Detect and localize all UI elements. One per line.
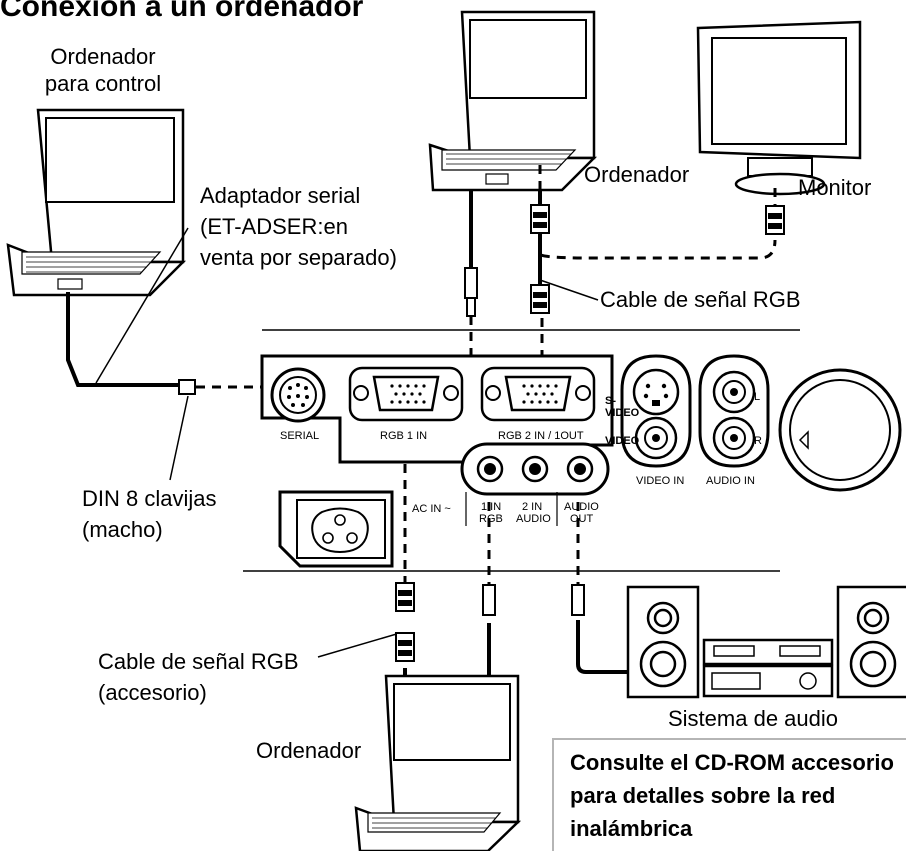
top-computer-label: Ordenador [584,162,690,187]
audio-in-label: AUDIO IN [706,475,755,487]
svg-text:OUT: OUT [570,513,594,525]
svg-text:2 IN: 2 IN [522,501,542,513]
rgb2-port-label: RGB 2 IN / 1OUT [498,430,584,442]
svg-text:AUDIO: AUDIO [564,501,599,513]
video-in-label: VIDEO IN [636,475,684,487]
rgb-cable-bottom-label: Cable de señal RGB (accesorio) [98,649,299,705]
rgb-cable-top-label: Cable de señal RGB [600,287,801,312]
l-label: L [754,391,760,403]
control-pc-cable [66,292,182,387]
audio-system-label: Sistema de audio [668,706,838,731]
control-pc-label: Ordenador para control [44,44,162,96]
serial-adapter-label: Adaptador serial (ET-ADSER:en venta por … [200,183,397,270]
svg-text:AUDIO: AUDIO [516,513,551,525]
bottom-computer-label: Ordenador [256,738,362,763]
monitor-label: Monitor [798,175,872,200]
bottom-laptop-icon [354,674,522,851]
projector-back-panel [260,354,902,568]
wireless-note-text: Consulte el CD-ROM accesorio para detall… [570,750,894,841]
monitor-dash [540,239,777,260]
s-video-label: S- [605,395,616,407]
serial-adapter-plug [178,379,196,395]
svg-text:1 IN: 1 IN [481,501,501,513]
r-label: R [754,435,762,447]
rgb1-port-label: RGB 1 IN [380,430,427,442]
control-laptop-icon [6,108,187,297]
audio-system-icon [626,585,906,699]
video-label: VIDEO [605,435,640,447]
audio-out-cable [576,620,628,674]
ac-in-label: AC IN ~ [412,503,451,515]
monitor-icon [696,20,862,196]
din8-label: DIN 8 clavijas (macho) [82,486,217,542]
serial-port-label: SERIAL [280,430,319,442]
top-laptop-icon [428,10,598,192]
page-title: Conexión a un ordenador [0,0,364,23]
svg-text:RGB: RGB [479,513,503,525]
wireless-note-box: Consulte el CD-ROM accesorio para detall… [552,738,906,851]
svg-text:VIDEO: VIDEO [605,407,640,419]
